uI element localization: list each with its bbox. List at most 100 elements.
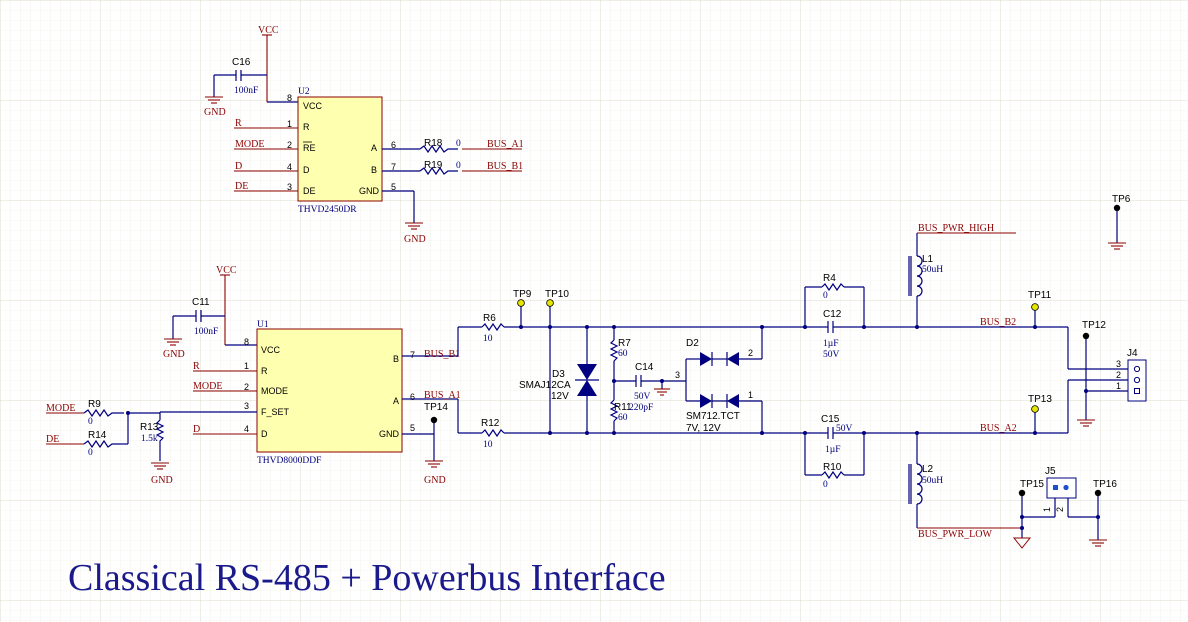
u1-pin-a: A: [393, 396, 399, 406]
r13-val: 1.5k: [141, 434, 158, 444]
j4-pin2: 2: [1116, 370, 1121, 380]
u1-pin-b: B: [393, 354, 399, 364]
u2-net-de: DE: [235, 181, 248, 192]
c14-val2: 220pF: [629, 403, 653, 413]
net-bus-a2: BUS_A2: [980, 423, 1017, 434]
u1-block: VCC C11 100nF GND U1 THVD8000DDF VCC R M…: [46, 265, 461, 486]
net-bus-b2: BUS_B2: [980, 317, 1016, 328]
u2-pin-vcc: VCC: [303, 101, 323, 111]
d3-ref: D3: [552, 369, 565, 380]
u2-body[interactable]: [297, 96, 383, 202]
r12-ref: R12: [481, 418, 500, 429]
c14-ref: C14: [635, 362, 654, 373]
u1-pin-d: D: [261, 429, 268, 439]
r19-ref: R19: [424, 160, 443, 171]
r7-ref: R7: [618, 338, 631, 349]
c11-val: 100nF: [194, 327, 218, 337]
j5-ref: J5: [1045, 466, 1056, 477]
l1-ref: L1: [922, 254, 934, 265]
u1-pinnum-5: 5: [410, 423, 415, 433]
u1-ref: U1: [257, 320, 269, 330]
net-bus-pwr-high: BUS_PWR_HIGH: [918, 223, 994, 234]
r10-ref: R10: [823, 462, 842, 473]
u1-pinnum-1: 1: [244, 361, 249, 371]
r4-val: 0: [823, 291, 828, 301]
u2-net-bus-b1: BUS_B1: [487, 161, 523, 172]
r14-val: 0: [88, 448, 93, 458]
u2-pinnum-1: 1: [287, 119, 292, 129]
vcc-label-u1: VCC: [216, 265, 237, 276]
j5-pin1: 1: [1042, 507, 1052, 512]
u1-pin-vcc: VCC: [261, 345, 281, 355]
u2-ref: U2: [298, 87, 310, 97]
c12-ref: C12: [823, 309, 842, 320]
tp10-label: TP10: [545, 289, 569, 300]
l2-ref: L2: [922, 464, 934, 475]
r9-val: 0: [88, 417, 93, 427]
c14-val1: 50V: [634, 392, 651, 402]
j5-pin2: 2: [1055, 507, 1065, 512]
r4-ref: R4: [823, 273, 836, 284]
gnd-label-u1: GND: [424, 475, 446, 486]
u1-body[interactable]: [256, 328, 403, 453]
r9-ref: R9: [88, 399, 101, 410]
c11-ref: C11: [192, 297, 210, 308]
d3-part: SMAJ12CA: [519, 380, 571, 391]
u1-pinnum-3: 3: [244, 401, 249, 411]
c16-ref: C16: [232, 57, 251, 68]
u1-pinnum-4: 4: [244, 424, 249, 434]
bus-section: R6 10 R12 10 TP9 TP10 D3 SMAJ12CA 12V: [457, 194, 1147, 549]
c12-val2: 50V: [823, 350, 840, 360]
r14-net: DE: [46, 434, 59, 445]
u1-pin-r: R: [261, 366, 268, 376]
u2-pin-b: B: [371, 165, 377, 175]
gnd-label-c16: GND: [204, 107, 226, 118]
net-bus-pwr-low: BUS_PWR_LOW: [918, 529, 992, 540]
d2-pin2: 2: [748, 348, 753, 358]
u2-pin-re: RE: [303, 143, 316, 153]
u1-net-mode: MODE: [193, 381, 222, 392]
d3-val: 12V: [551, 391, 569, 402]
u2-net-r: R: [235, 118, 242, 129]
d2-val: 7V, 12V: [686, 423, 721, 434]
tp16-label: TP16: [1093, 479, 1117, 490]
u1-pinnum-2: 2: [244, 382, 249, 392]
d2-pin1: 1: [748, 390, 753, 400]
gnd-label-u2: GND: [404, 234, 426, 245]
u2-block: VCC C16 100nF GND U2 THVD2450DR VCC R RE…: [204, 25, 524, 245]
u2-pin-gnd: GND: [359, 186, 380, 196]
r13-ref: R13: [140, 422, 159, 433]
u1-net-bus-a1: BUS_A1: [424, 390, 461, 401]
d2-part: SM712.TCT: [686, 411, 740, 422]
r7-val: 60: [618, 349, 628, 359]
c16-val: 100nF: [234, 86, 258, 96]
r14-ref: R14: [88, 430, 107, 441]
l1-val: 50uH: [922, 265, 943, 275]
u2-pinnum-2: 2: [287, 140, 292, 150]
u1-pin-gnd: GND: [379, 429, 400, 439]
gnd-label-r13: GND: [151, 475, 173, 486]
u1-pinnum-6: 6: [410, 392, 415, 402]
gnd-label-c11: GND: [163, 349, 185, 360]
u1-part: THVD8000DDF: [257, 456, 321, 466]
c12-val1: 1µF: [823, 339, 839, 349]
tp11-label: TP11: [1028, 290, 1052, 301]
u1-pin-mode: MODE: [261, 386, 288, 396]
u2-pinnum-4: 4: [287, 162, 292, 172]
u1-net-bus-b1: BUS_B1: [424, 349, 460, 360]
vcc-label-u2: VCC: [258, 25, 279, 36]
u2-net-d: D: [235, 161, 242, 172]
u2-pinnum-8: 8: [287, 93, 292, 103]
j5-connector[interactable]: [1046, 477, 1077, 499]
u2-pin-de: DE: [303, 186, 316, 196]
u2-pinnum-6: 6: [391, 140, 396, 150]
tp14-label: TP14: [424, 402, 448, 413]
u2-net-bus-a1: BUS_A1: [487, 139, 524, 150]
tp13-label: TP13: [1028, 394, 1052, 405]
tp6-label: TP6: [1112, 194, 1131, 205]
r18-val: 0: [456, 139, 461, 149]
r6-ref: R6: [483, 313, 496, 324]
r19-val: 0: [456, 161, 461, 171]
u1-pinnum-7: 7: [410, 350, 415, 360]
